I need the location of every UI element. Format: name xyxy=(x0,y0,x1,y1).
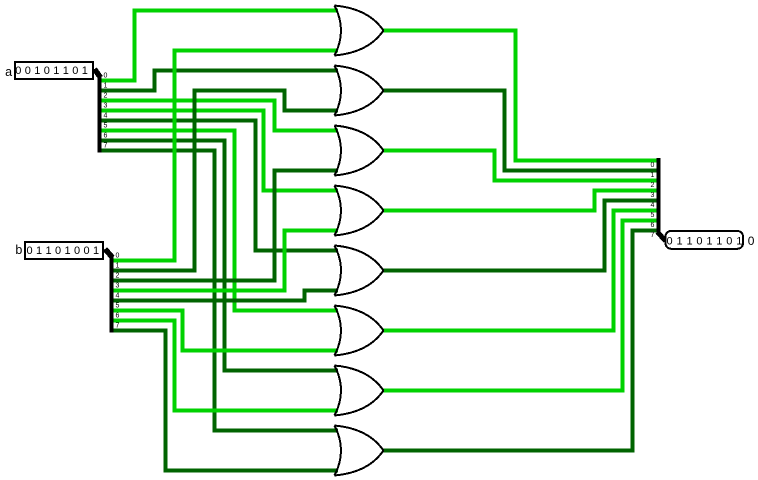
svg-text:0: 0 xyxy=(116,253,120,260)
svg-text:0: 0 xyxy=(25,65,31,77)
svg-text:1: 1 xyxy=(65,245,71,257)
svg-text:0: 0 xyxy=(726,236,732,248)
svg-text:0: 0 xyxy=(55,245,61,257)
svg-text:5: 5 xyxy=(650,212,654,219)
svg-text:1: 1 xyxy=(104,83,108,90)
svg-text:1: 1 xyxy=(36,245,42,257)
svg-text:b: b xyxy=(15,243,22,257)
svg-text:a: a xyxy=(5,65,12,79)
svg-text:0: 0 xyxy=(84,245,90,257)
svg-text:0: 0 xyxy=(15,65,21,77)
svg-text:3: 3 xyxy=(116,283,120,290)
svg-text:6: 6 xyxy=(104,133,108,140)
svg-text:4: 4 xyxy=(650,202,654,209)
svg-text:0: 0 xyxy=(650,162,654,169)
svg-text:7: 7 xyxy=(650,232,654,239)
svg-text:1: 1 xyxy=(46,245,52,257)
svg-text:2: 2 xyxy=(104,93,108,100)
svg-text:0: 0 xyxy=(27,245,33,257)
svg-text:5: 5 xyxy=(104,123,108,130)
svg-text:5: 5 xyxy=(116,303,120,310)
svg-text:0: 0 xyxy=(748,234,755,248)
svg-text:7: 7 xyxy=(104,143,108,150)
svg-text:7: 7 xyxy=(116,323,120,330)
svg-text:1: 1 xyxy=(736,236,742,248)
svg-text:0: 0 xyxy=(667,236,673,248)
svg-text:1: 1 xyxy=(116,263,120,270)
svg-text:1: 1 xyxy=(82,65,88,77)
svg-text:1: 1 xyxy=(34,65,40,77)
svg-text:4: 4 xyxy=(104,113,108,120)
svg-text:6: 6 xyxy=(650,222,654,229)
svg-text:6: 6 xyxy=(116,313,120,320)
svg-text:1: 1 xyxy=(63,65,69,77)
svg-text:3: 3 xyxy=(104,103,108,110)
svg-text:1: 1 xyxy=(53,65,59,77)
svg-text:1: 1 xyxy=(676,236,682,248)
svg-text:1: 1 xyxy=(686,236,692,248)
svg-text:0: 0 xyxy=(104,73,108,80)
svg-text:1: 1 xyxy=(716,236,722,248)
svg-text:0: 0 xyxy=(696,236,702,248)
svg-text:2: 2 xyxy=(650,182,654,189)
svg-text:1: 1 xyxy=(650,172,654,179)
svg-text:3: 3 xyxy=(650,192,654,199)
svg-text:0: 0 xyxy=(44,65,50,77)
svg-text:0: 0 xyxy=(74,245,80,257)
svg-text:1: 1 xyxy=(93,245,99,257)
svg-text:2: 2 xyxy=(116,273,120,280)
svg-text:0: 0 xyxy=(72,65,78,77)
svg-text:4: 4 xyxy=(116,293,120,300)
svg-text:1: 1 xyxy=(706,236,712,248)
